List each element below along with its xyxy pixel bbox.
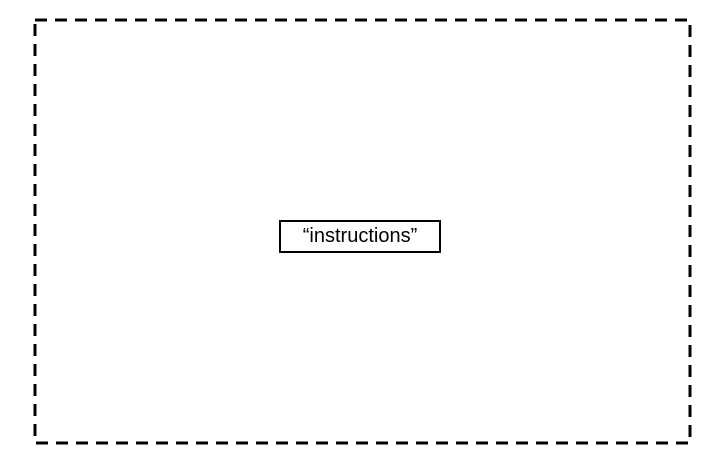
dashed-outer-boundary — [33, 18, 692, 445]
instructions-label: “instructions” — [302, 225, 418, 247]
instructions-box: “instructions” — [279, 220, 441, 253]
